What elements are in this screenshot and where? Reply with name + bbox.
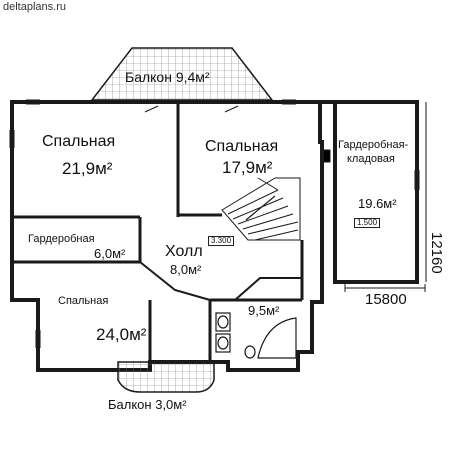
dimension-width: 15800	[365, 291, 407, 308]
dimension-depth: 12160	[428, 232, 445, 274]
bedroom-3-name: Спальная	[58, 295, 109, 307]
hall-angled-wall-left	[139, 261, 211, 301]
balcony-top-area: 9,4м²	[175, 69, 210, 85]
bathroom-area: 9,5м²	[248, 303, 280, 318]
bedroom-3-area: 24,0м²	[96, 325, 147, 344]
hall-level-mark: 3.300	[208, 236, 235, 246]
balcony-bottom-name: Балкон	[108, 397, 152, 412]
stair-arrow	[245, 195, 276, 221]
hall-angled-wall-right	[234, 277, 302, 301]
hall-area: 8,0м²	[170, 262, 202, 277]
balcony-top-name: Балкон	[125, 69, 172, 85]
storage-wing-wall	[333, 100, 419, 284]
bedroom-2-area: 17,9м²	[222, 158, 273, 177]
balcony-bottom-label: Балкон 3,0м²	[108, 398, 187, 411]
outer-wall-main	[10, 100, 324, 372]
bedroom-1-area: 21,9м²	[62, 159, 113, 178]
balcony-bottom-area: 3,0м²	[155, 397, 187, 412]
bedroom-2-name: Спальная	[205, 138, 279, 155]
site-watermark: deltaplans.ru	[3, 1, 66, 13]
storage-level-mark: 1.500	[354, 218, 381, 228]
bottom-balcony-shape	[117, 361, 215, 393]
hall-name: Холл	[165, 243, 203, 260]
sink-1	[215, 312, 231, 332]
storage-name-line1: Гардеробная-	[338, 139, 409, 151]
toilet	[244, 345, 256, 359]
wardrobe-area: 6,0м²	[94, 246, 126, 261]
corner-bath	[257, 317, 297, 359]
bedroom-1-name: Спальная	[42, 133, 116, 150]
balcony-top-label: Балкон 9,4м²	[125, 70, 210, 84]
sink-2	[215, 333, 231, 353]
storage-area: 19.6м²	[358, 196, 397, 211]
wardrobe-name: Гардеробная	[28, 233, 95, 245]
storage-name-line2: кладовая	[347, 153, 395, 165]
